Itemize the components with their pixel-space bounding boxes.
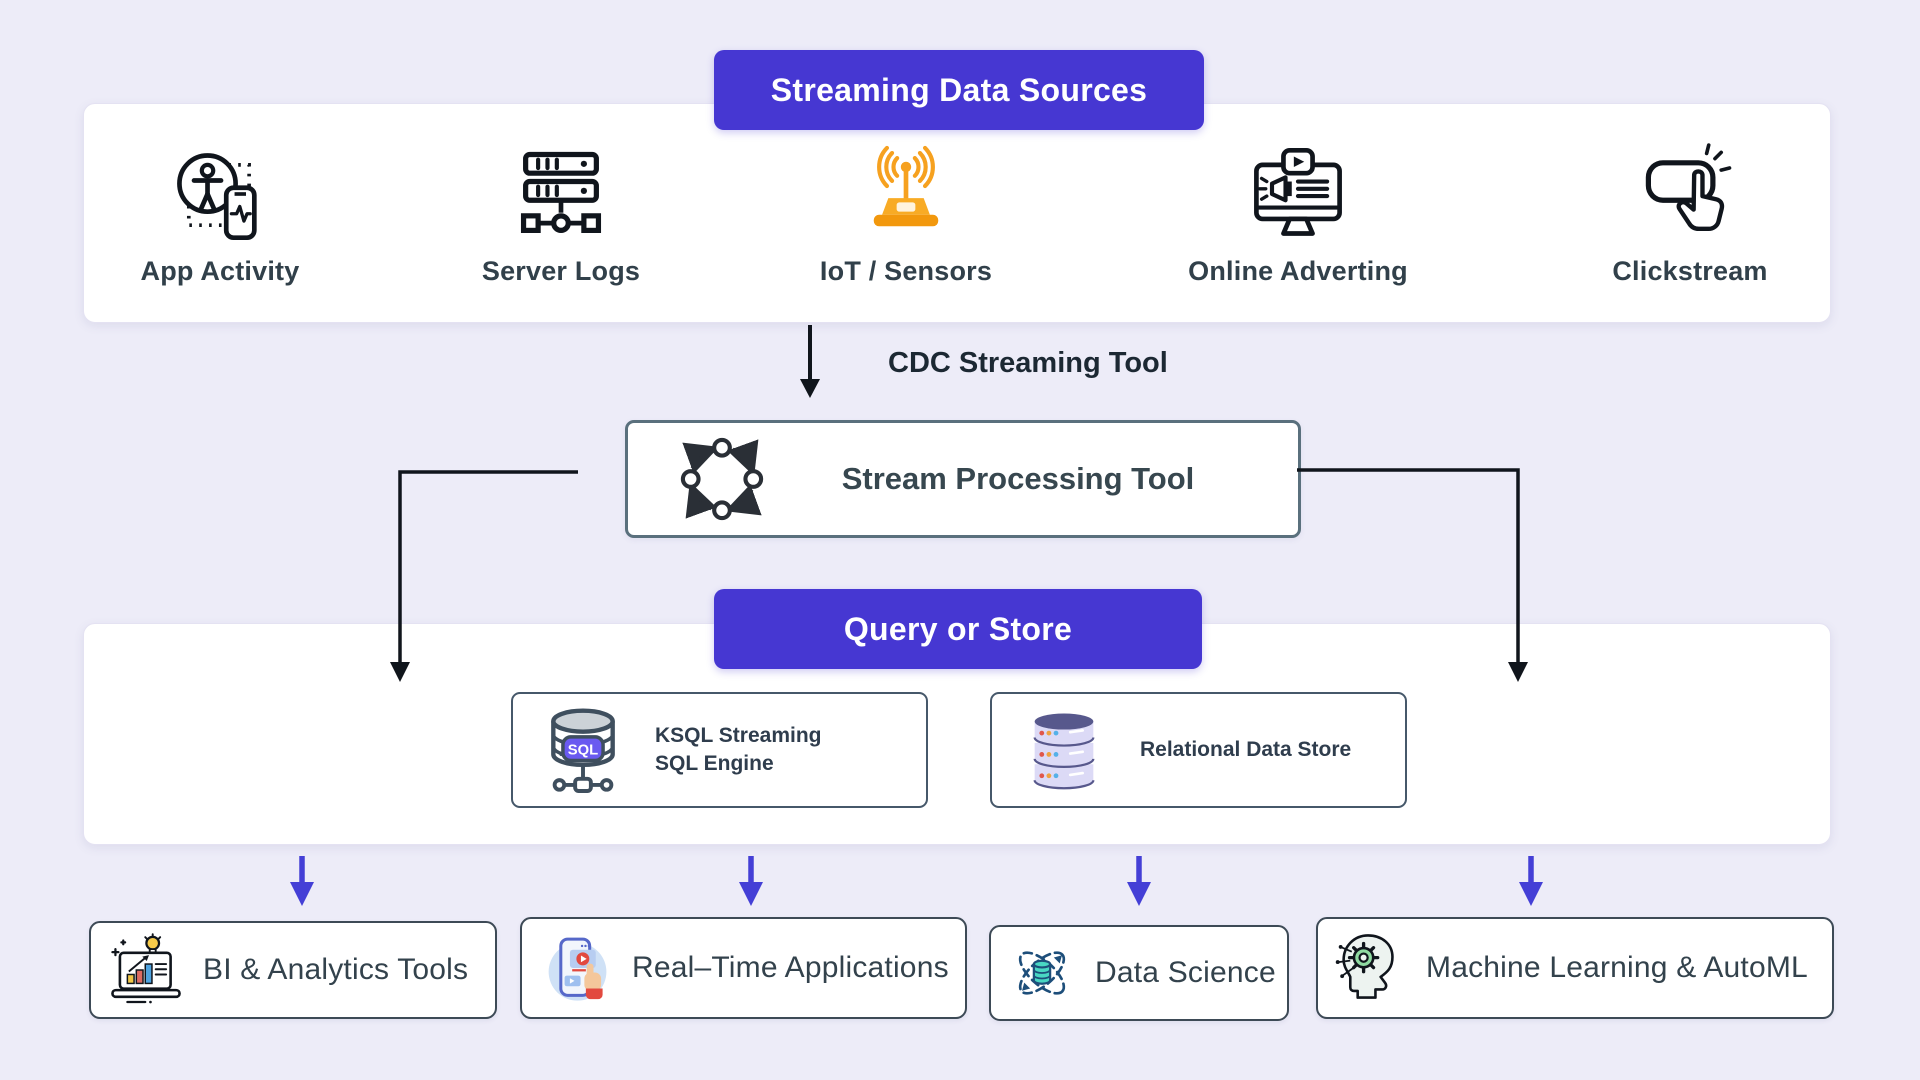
source-label: Server Logs <box>481 256 641 286</box>
sql-database-icon: SQL <box>539 702 627 798</box>
source-item-online-advertising: Online Adverting <box>1133 128 1463 287</box>
stream-processing-tool-node: Stream Processing Tool <box>625 420 1301 538</box>
bi-analytics-node: BI & Analytics Tools <box>89 921 497 1019</box>
stream-processing-tool-label: Stream Processing Tool <box>841 461 1195 496</box>
bi-analytics-label: BI & Analytics Tools <box>203 953 469 986</box>
clickstream-icon <box>1638 128 1742 246</box>
ml-automl-node: Machine Learning & AutoML <box>1316 917 1834 1019</box>
query-store-header-label: Query or Store <box>843 610 1073 647</box>
bi-analytics-icon <box>105 932 187 1008</box>
online-advertising-icon <box>1246 128 1350 246</box>
ksql-engine-label: KSQL Streaming SQL Engine <box>655 723 822 775</box>
sources-panel <box>83 103 1831 323</box>
iot-sensors-icon <box>854 128 958 246</box>
ml-automl-icon <box>1334 931 1408 1005</box>
data-science-label: Data Science <box>1095 956 1276 989</box>
realtime-apps-node: Real–Time Applications <box>520 917 967 1019</box>
server-logs-icon <box>509 128 613 246</box>
relational-data-store-node: Relational Data Store <box>990 692 1407 808</box>
app-activity-icon <box>168 128 272 246</box>
source-item-server-logs: Server Logs <box>396 128 726 287</box>
sources-header: Streaming Data Sources <box>714 50 1204 130</box>
realtime-apps-icon <box>538 930 614 1006</box>
source-item-clickstream: Clickstream <box>1525 128 1855 287</box>
query-store-header: Query or Store <box>714 589 1202 669</box>
cycle-arrows-icon <box>676 433 768 525</box>
source-label: IoT / Sensors <box>819 256 993 286</box>
data-science-icon <box>1005 936 1079 1010</box>
source-label: Online Adverting <box>1188 256 1408 286</box>
source-label: Clickstream <box>1612 256 1768 286</box>
ksql-engine-node: SQL KSQL Streaming SQL Engine <box>511 692 928 808</box>
svg-text:SQL: SQL <box>568 742 598 758</box>
cdc-streaming-tool-label: CDC Streaming Tool <box>888 347 1168 379</box>
relational-data-store-label: Relational Data Store <box>1140 737 1352 761</box>
realtime-apps-label: Real–Time Applications <box>632 951 949 984</box>
source-label: App Activity <box>140 256 300 286</box>
stacked-database-icon <box>1024 704 1104 796</box>
ml-automl-label: Machine Learning & AutoML <box>1426 951 1808 984</box>
sources-header-label: Streaming Data Sources <box>770 71 1148 108</box>
source-item-iot-sensors: IoT / Sensors <box>741 128 1071 287</box>
source-item-app-activity: App Activity <box>55 128 385 287</box>
data-science-node: Data Science <box>989 925 1289 1021</box>
